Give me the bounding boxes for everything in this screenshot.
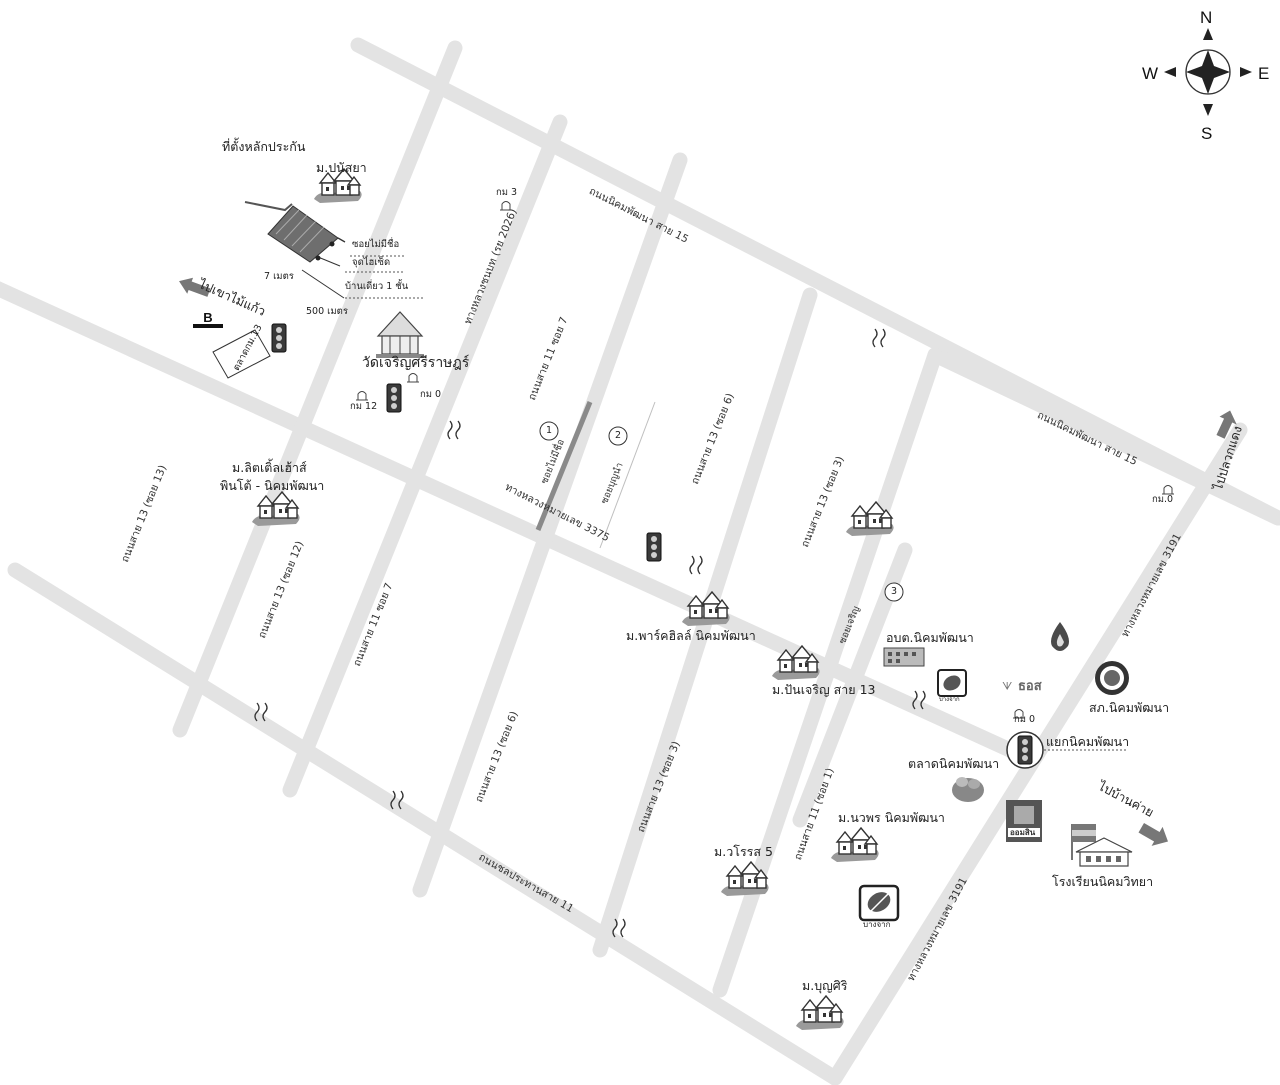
label-market-nikhom: ตลาดนิคมพัฒนา xyxy=(908,756,1000,771)
label-wararot: ม.วโรรส 5 xyxy=(714,844,773,859)
house-icon-boonsiri xyxy=(795,995,845,1031)
government-building-icon xyxy=(883,647,925,667)
road-network xyxy=(0,37,1280,1085)
traffic-light-circle-icon xyxy=(1006,731,1044,769)
bangchak-logo-icon xyxy=(937,669,967,697)
label-little-house-2: พินโต้ - นิคมพัฒนา xyxy=(220,478,325,493)
label-park-hill: ม.พาร์คฮิลล์ นิคมพัฒนา xyxy=(626,628,756,643)
compass-west: W xyxy=(1142,64,1159,83)
label-gsb: ออมสิน xyxy=(1010,828,1036,837)
label-police: สภ.นิคมพัฒนา xyxy=(1089,700,1170,715)
label-boonsiri: ม.บุญศิริ xyxy=(802,978,848,993)
road-nikhom-15-east xyxy=(927,347,1280,526)
circle-1-label: 1 xyxy=(546,425,553,436)
circle-marker-1 xyxy=(539,421,559,441)
circle-2-label: 2 xyxy=(615,430,622,441)
distance-7m-label: 7 เมตร xyxy=(264,271,294,282)
market-13-box xyxy=(212,329,271,379)
ghb-logo-icon: ᗐ xyxy=(1002,680,1012,693)
km-marker-icon xyxy=(406,373,420,383)
collateral-site-icon xyxy=(244,201,425,299)
traffic-light-icon xyxy=(271,323,287,353)
road-s13-soi13 xyxy=(172,40,463,738)
compass-south: S xyxy=(1201,124,1213,143)
svg-text:ᗐ: ᗐ xyxy=(1002,680,1012,693)
road-s11-soi7 xyxy=(412,152,688,898)
label-oborto: อบต.นิคมพัฒนา xyxy=(886,630,974,645)
circle-marker-3 xyxy=(884,582,904,602)
label-little-house: ม.ลิตเติ้ลเฮ้าส์ xyxy=(232,460,307,475)
label-bangchak-small: บางจาก xyxy=(939,696,960,703)
market-basket-icon xyxy=(952,777,984,802)
road-3375 xyxy=(0,281,1018,758)
traffic-light-icon xyxy=(386,383,402,413)
label-naowaporn: ม.นวพร นิคมพัฒนา xyxy=(838,810,945,825)
temple-icon xyxy=(376,311,424,358)
label-wat: วัดเจริญศรีราษฎร์ xyxy=(362,355,470,371)
label-school: โรงเรียนนิคมวิทยา xyxy=(1052,874,1154,889)
km0-junction-label: กม 0 xyxy=(1014,714,1036,725)
traffic-light-icon xyxy=(646,532,662,562)
km-marker-icon xyxy=(1161,485,1175,495)
circle-marker-2 xyxy=(608,426,628,446)
label-junction: แยกนิคมพัฒนา xyxy=(1046,734,1130,749)
soi-no-name-line xyxy=(535,401,593,531)
house-note-label: บ้านเดี่ยว 1 ชั้น xyxy=(345,281,409,292)
label-panasaya: ม.ปนัสยา xyxy=(316,160,367,175)
ptt-logo-icon xyxy=(1051,622,1069,651)
road-s13-soi12 xyxy=(282,114,568,798)
circle-3-label: 3 xyxy=(891,586,898,597)
km3-label: กม 3 xyxy=(496,187,518,198)
svg-text:B: B xyxy=(203,310,212,325)
road-s13-soi3 xyxy=(712,347,943,998)
bangchak-logo-icon xyxy=(858,884,900,922)
road-note-label: ซอยไม่มีชื่อ xyxy=(352,239,400,250)
arrow-up-icon xyxy=(1216,410,1237,439)
school-icon xyxy=(1071,824,1133,867)
km0-east-label: กม.0 xyxy=(1152,494,1174,505)
km0-label: กม 0 xyxy=(420,389,442,400)
distance-500m-label: 500 เมตร xyxy=(306,306,348,317)
road-chonprathan-11 xyxy=(7,562,843,1085)
collateral-site-title: ที่ตั้งหลักประกัน xyxy=(222,139,306,154)
label-baac: ธอส xyxy=(1018,679,1042,694)
km-marker-icon xyxy=(355,391,369,401)
gsb-logo-icon xyxy=(1006,800,1042,842)
house-icon-naowaporn xyxy=(830,827,880,863)
arrow-left-icon xyxy=(179,277,211,297)
label-bangchak: บางจาก xyxy=(863,920,891,929)
arrow-right-icon xyxy=(1138,823,1168,846)
point-note-label: จุดไฮเซ็ด xyxy=(352,257,391,268)
compass-north: N xyxy=(1200,8,1213,27)
compass-rose-icon xyxy=(1164,28,1252,116)
km12-label: กม 12 xyxy=(350,401,378,412)
police-seal-icon xyxy=(1095,661,1129,695)
bridgestone-logo-icon: B xyxy=(192,310,224,330)
label-pan-charoen: ม.ปันเจริญ สาย 13 xyxy=(772,682,876,697)
compass-east: E xyxy=(1258,64,1270,83)
